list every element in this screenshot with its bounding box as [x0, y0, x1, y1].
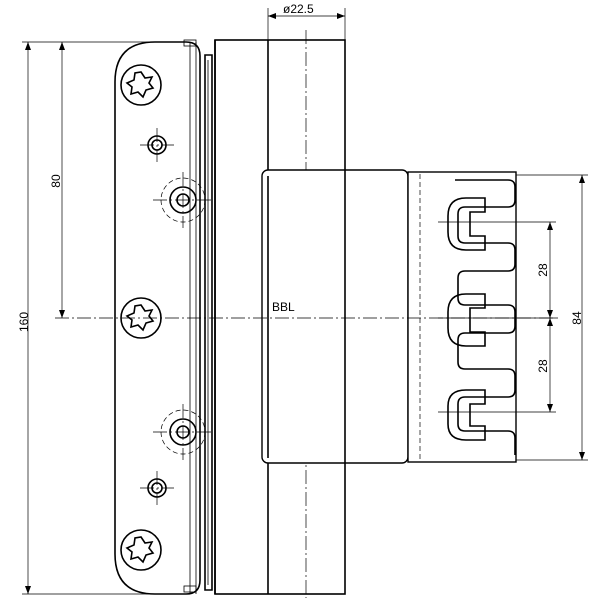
small-screw-top-icon — [140, 128, 174, 162]
slot-pitch-top-label: 28 — [536, 263, 550, 277]
total-height-dimension: 160 — [17, 41, 150, 595]
hidden-screw-top-icon — [153, 172, 213, 228]
mount-width-label: 84 — [570, 311, 584, 325]
slot-pitch-bottom-label: 28 — [536, 359, 550, 373]
leaf-connector — [204, 40, 216, 594]
bbl-label: BBL — [272, 300, 295, 314]
mount-width-dimension: 84 — [516, 174, 588, 461]
torx-screw-top-icon — [120, 64, 162, 106]
torx-screw-bottom-icon — [120, 529, 162, 571]
diameter-label: ø22.5 — [283, 2, 314, 16]
door-leaf-body — [261, 169, 517, 464]
hidden-screw-bottom-icon — [153, 404, 213, 460]
diameter-dimension: ø22.5 — [267, 2, 346, 40]
slot-pitch-bottom-dimension: 28 — [438, 318, 556, 413]
half-height-dimension: 80 — [49, 42, 65, 318]
mounting-comb — [447, 179, 516, 455]
half-height-label: 80 — [49, 174, 63, 188]
slot-pitch-top-dimension: 28 — [438, 221, 556, 319]
total-height-label: 160 — [17, 312, 31, 332]
small-screw-bottom-icon — [140, 471, 174, 505]
